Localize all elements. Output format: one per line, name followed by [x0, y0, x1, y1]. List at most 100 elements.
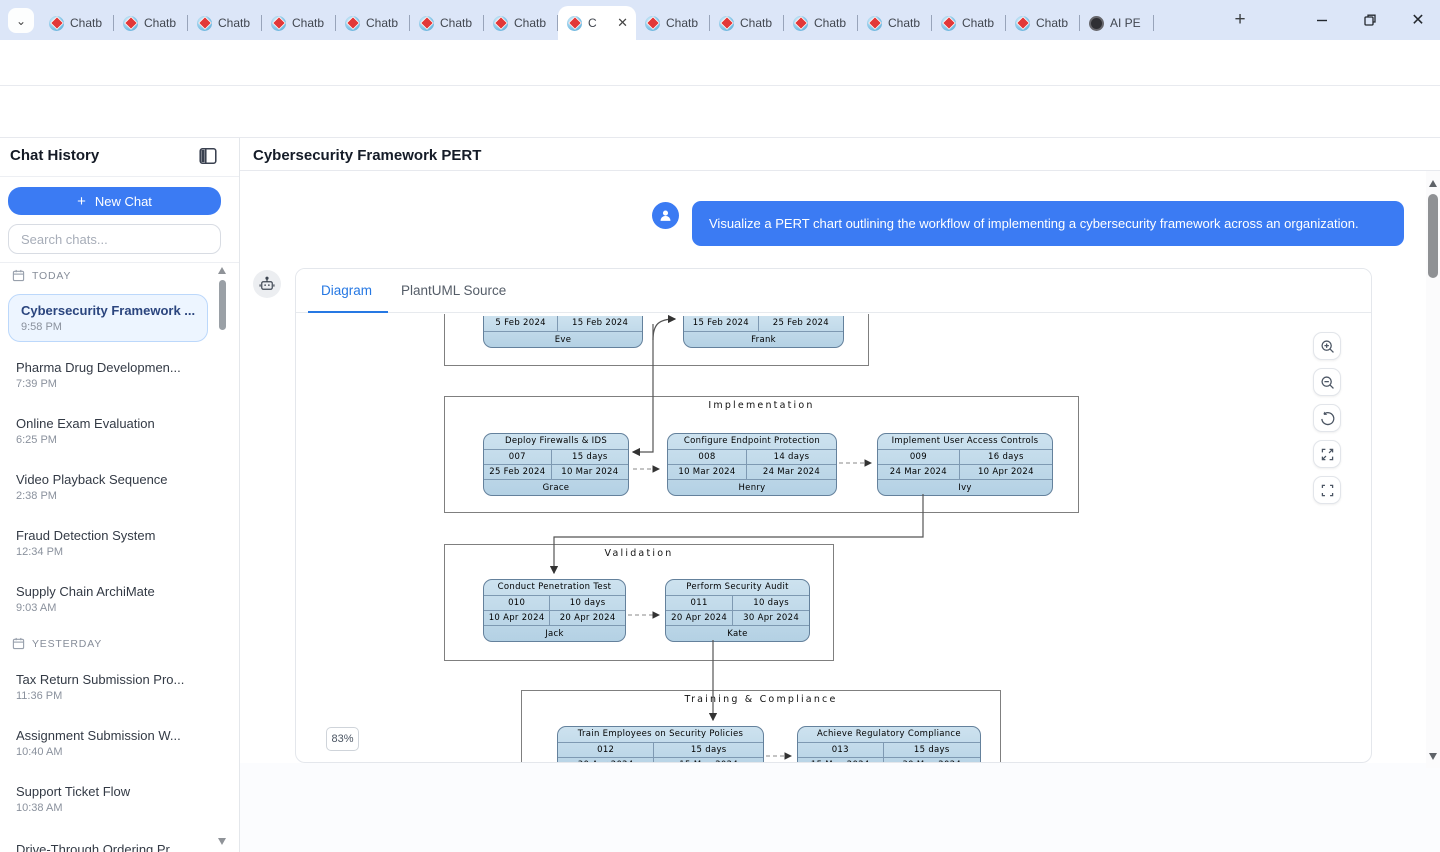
browser-tab[interactable]: Chatb [932, 6, 1006, 40]
window-close-button[interactable]: ✕ [1411, 12, 1425, 29]
chat-item-title: Fraud Detection System [16, 528, 156, 543]
tab-diagram[interactable]: Diagram [321, 283, 373, 298]
tab-label: Chatb [740, 16, 773, 30]
chat-item-time: 9:58 PM [21, 321, 62, 333]
chat-history-item[interactable]: Support Ticket Flow 10:38 AM [8, 781, 208, 825]
main-panel: Cybersecurity Framework PERT Visualize a… [240, 138, 1440, 852]
sidebar-scroll-down-icon[interactable] [218, 838, 226, 845]
task-end: 10 Apr 2024 [977, 467, 1034, 477]
chat-item-title: Cybersecurity Framework ... [21, 303, 196, 318]
window-restore-button[interactable] [1348, 0, 1392, 40]
search-chats-input[interactable] [8, 224, 221, 254]
chat-history-item[interactable]: Supply Chain ArchiMate 9:03 AM [8, 581, 208, 625]
visual-paradigm-favicon [867, 15, 882, 31]
task-id: 011 [666, 596, 734, 610]
browser-tab[interactable]: Chatb [410, 6, 484, 40]
main-scrollbar-thumb[interactable] [1428, 194, 1438, 278]
collapse-sidebar-icon[interactable] [198, 146, 218, 166]
tab-plantuml-source[interactable]: PlantUML Source [401, 283, 507, 298]
task-id: 009 [878, 450, 960, 464]
sidebar-scroll-up-icon[interactable] [218, 267, 226, 274]
chat-history-item[interactable]: Pharma Drug Developmen... 7:39 PM [8, 357, 208, 401]
browser-tab[interactable]: Chatb [262, 6, 336, 40]
visual-paradigm-favicon [493, 15, 508, 31]
new-tab-button[interactable]: + [1234, 9, 1246, 30]
visual-paradigm-favicon [941, 15, 956, 31]
task-start: 20 Apr 2024 [666, 611, 734, 625]
chat-history-item[interactable]: Assignment Submission W... 10:40 AM [8, 725, 208, 769]
task-start: 24 Mar 2024 [878, 465, 960, 479]
task-start: 10 Mar 2024 [668, 465, 747, 479]
tab-label: Chatb [366, 16, 399, 30]
visual-paradigm-favicon [719, 15, 734, 31]
sidebar-title: Chat History [10, 147, 100, 164]
browser-tab[interactable]: Chatb [114, 6, 188, 40]
task-end: 20 Apr 2024 [559, 613, 616, 623]
browser-tab[interactable]: Chatb [484, 6, 558, 40]
browser-tab[interactable]: Chatb [784, 6, 858, 40]
expand-button[interactable] [1313, 440, 1341, 468]
browser-tab-ai[interactable]: AI PE [1080, 6, 1154, 40]
task-owner: Kate [666, 625, 809, 641]
reset-view-button[interactable] [1313, 404, 1341, 432]
main-scrollbar-track[interactable] [1426, 171, 1440, 768]
scroll-up-icon[interactable] [1429, 180, 1437, 187]
tab-search-chevron-icon[interactable]: ⌄ [8, 8, 34, 33]
browser-tab[interactable]: Chatb [710, 6, 784, 40]
task-title: Configure Endpoint Protection [683, 436, 821, 446]
visual-paradigm-favicon [793, 15, 808, 31]
composer-band [240, 763, 1440, 852]
new-chat-label: New Chat [94, 193, 152, 209]
visual-paradigm-favicon [645, 15, 660, 31]
tab-label: Chatb [218, 16, 251, 30]
calendar-icon [12, 269, 25, 282]
task-start: 10 Apr 2024 [484, 611, 551, 625]
tab-label: AI PE [1110, 16, 1141, 30]
visual-paradigm-favicon [49, 15, 64, 31]
browser-tab[interactable]: Chatb [40, 6, 114, 40]
plus-icon: + [77, 192, 86, 210]
pert-diagram-canvas[interactable]: Implementation Validation Training & Com… [311, 314, 1361, 762]
chat-item-time: 6:25 PM [16, 434, 57, 446]
browser-tab[interactable]: Chatb [858, 6, 932, 40]
task-owner: Jack [484, 625, 625, 641]
bot-avatar [253, 270, 281, 298]
task-title: Conduct Penetration Test [497, 582, 612, 592]
zoom-in-button[interactable] [1313, 332, 1341, 360]
window-minimize-button[interactable] [1300, 0, 1344, 40]
chat-item-time: 7:39 PM [16, 378, 57, 390]
chat-item-title: Support Ticket Flow [16, 784, 131, 799]
task-owner: Ivy [878, 479, 1052, 495]
app-header: Chatbot Visual Paradigm AI Assistant for… [0, 86, 1440, 211]
chat-item-title: Assignment Submission W... [16, 728, 181, 743]
chat-item-title: Supply Chain ArchiMate [16, 584, 155, 599]
chat-history-item-selected[interactable]: Cybersecurity Framework ... 9:58 PM [8, 294, 208, 342]
fullscreen-button[interactable] [1313, 476, 1341, 504]
chat-history-item[interactable]: Online Exam Evaluation 6:25 PM [8, 413, 208, 457]
browser-tab[interactable]: Chatb [336, 6, 410, 40]
browser-tab-active[interactable]: C✕ [558, 6, 636, 40]
browser-tab[interactable]: Chatb [188, 6, 262, 40]
tab-label: Chatb [440, 16, 473, 30]
active-tab-underline [308, 311, 388, 313]
chat-history-item[interactable]: Tax Return Submission Pro... 11:36 PM [8, 669, 208, 713]
chat-history-item[interactable]: Fraud Detection System 12:34 PM [8, 525, 208, 569]
browser-tab[interactable]: Chatb [636, 6, 710, 40]
chat-history-item[interactable]: Video Playback Sequence 2:38 PM [8, 469, 208, 513]
pert-group-top-clipped [444, 314, 869, 366]
scroll-down-icon[interactable] [1429, 753, 1437, 760]
group-label: Validation [604, 548, 674, 559]
chat-history-item[interactable]: Drive-Through Ordering Pr... [8, 839, 208, 852]
tab-label: Chatb [514, 16, 547, 30]
new-chat-button[interactable]: + New Chat [8, 187, 221, 215]
zoom-out-button[interactable] [1313, 368, 1341, 396]
browser-tab[interactable]: Chatb [1006, 6, 1080, 40]
tab-close-icon[interactable]: ✕ [617, 15, 628, 30]
task-start: 15 Feb 2024 [684, 316, 759, 331]
task-title: Implement User Access Controls [891, 436, 1039, 446]
robot-icon [259, 276, 275, 290]
sidebar-scrollbar-thumb[interactable] [219, 280, 226, 330]
